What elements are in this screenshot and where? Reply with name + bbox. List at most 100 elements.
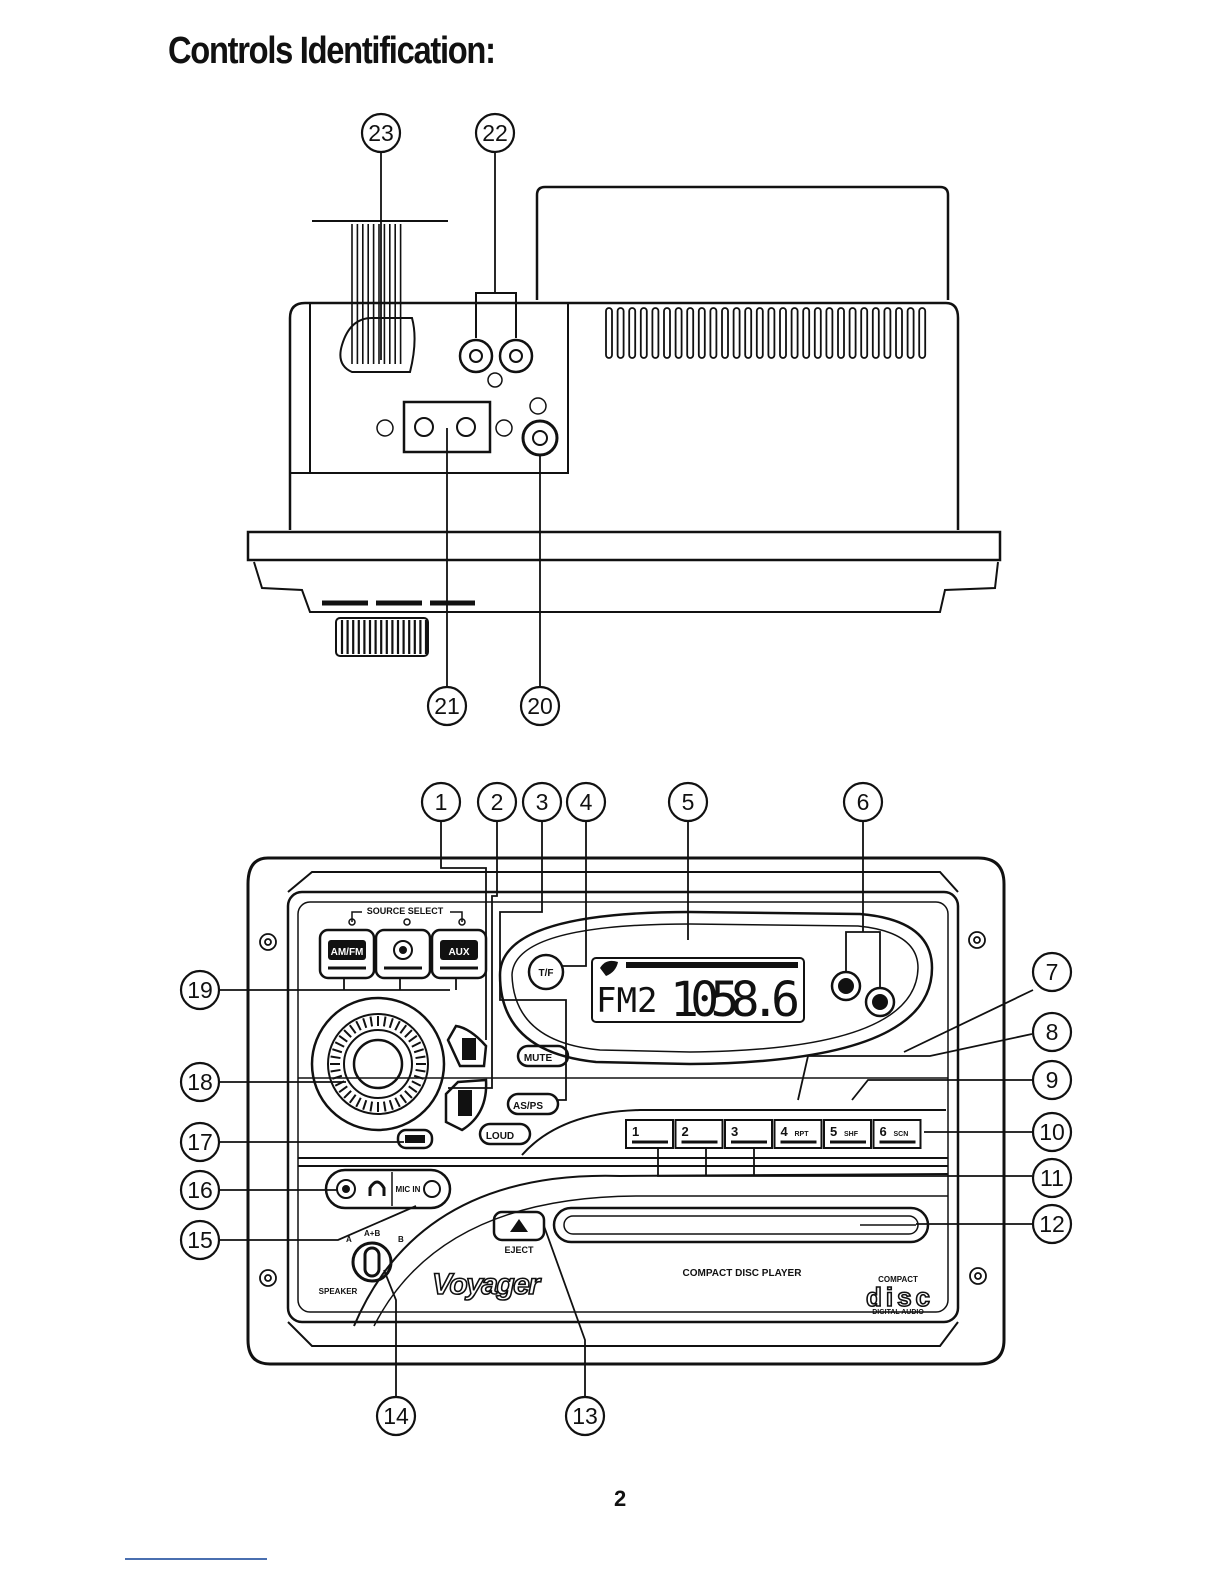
- as-ps-button[interactable]: AS/PS: [508, 1094, 558, 1114]
- preset-number: 2: [682, 1124, 689, 1139]
- callout-number: 17: [187, 1129, 213, 1155]
- am-fm-button[interactable]: AM/FM: [320, 930, 374, 978]
- knob-tick: [356, 1098, 361, 1107]
- callout-14: 14: [377, 1397, 415, 1435]
- callout-number: 19: [187, 977, 213, 1003]
- knob-tick: [414, 1049, 424, 1052]
- aux-button[interactable]: AUX: [432, 930, 486, 978]
- vent-slot: [861, 308, 867, 358]
- page-number: 2: [614, 1486, 626, 1512]
- preset-tag: RPT: [795, 1131, 810, 1138]
- callout-9: 9: [1033, 1061, 1071, 1099]
- vent-slot: [606, 308, 612, 358]
- callout-number: 23: [368, 120, 394, 146]
- vent-slot: [699, 308, 705, 358]
- auto-set-button[interactable]: [832, 972, 860, 1000]
- footer-rule: [125, 1558, 267, 1560]
- headphone-icon: [370, 1182, 384, 1196]
- vent-slot: [641, 308, 647, 358]
- svg-text:T/F: T/F: [539, 968, 554, 979]
- knob-tick: [335, 1042, 344, 1047]
- tf-button[interactable]: T/F: [529, 955, 563, 989]
- knob-tick: [416, 1070, 426, 1072]
- knob-tick: [363, 1018, 366, 1028]
- vent-slot: [815, 308, 821, 358]
- preset-button-3[interactable]: 3: [725, 1120, 772, 1148]
- knob-tick: [395, 1098, 400, 1107]
- vent-slot: [618, 308, 624, 358]
- cd-source-button[interactable]: [376, 930, 430, 978]
- volume-knob[interactable]: [312, 998, 444, 1130]
- preset-number: 5: [830, 1124, 837, 1139]
- speaker-label: SPEAKER: [319, 1287, 358, 1296]
- vent-slot: [664, 308, 670, 358]
- knob-tick: [400, 1095, 406, 1103]
- preset-number: 3: [731, 1124, 738, 1139]
- mute-label: MUTE: [524, 1053, 553, 1064]
- callout-11: 11: [1033, 1159, 1071, 1197]
- knob-tick: [339, 1086, 347, 1092]
- sub-button[interactable]: [866, 988, 894, 1016]
- callout-number: 7: [1046, 959, 1059, 985]
- knob-tick: [344, 1030, 351, 1037]
- vent-slot: [780, 308, 786, 358]
- vent-slot: [757, 308, 763, 358]
- knob-tick: [350, 1025, 356, 1033]
- am-fm-label: AM/FM: [331, 947, 364, 958]
- callout-12: 12: [1033, 1205, 1071, 1243]
- vent-slot: [652, 308, 658, 358]
- seek-up-button[interactable]: [448, 1026, 486, 1066]
- callout-number: 18: [187, 1069, 213, 1095]
- callout-8: 8: [1033, 1013, 1071, 1051]
- rear-upper-housing: [537, 187, 948, 300]
- display-band: FM2: [596, 981, 657, 1021]
- preset-tag: SCN: [894, 1131, 909, 1138]
- callout-19: 19: [181, 971, 219, 1009]
- rear-shelf: [248, 532, 1000, 560]
- eject-button[interactable]: EJECT: [494, 1212, 544, 1255]
- compact-disc-player-label: COMPACT DISC PLAYER: [683, 1268, 803, 1279]
- vent-slot: [722, 308, 728, 358]
- headphone-mic-panel: MIC IN: [326, 1170, 450, 1208]
- callout-number: 9: [1046, 1067, 1059, 1093]
- callout-16: 16: [181, 1171, 219, 1209]
- disc-logo-bottom: DIGITAL AUDIO: [872, 1309, 924, 1316]
- knob-tick: [356, 1021, 361, 1030]
- callout-number: 5: [682, 789, 695, 815]
- callout-23: 23: [362, 114, 400, 152]
- as-ps-label: AS/PS: [513, 1101, 543, 1112]
- callout-number: 15: [187, 1227, 213, 1253]
- mic-in-label: MIC IN: [396, 1185, 421, 1194]
- callout-10: 10: [1033, 1113, 1071, 1151]
- preset-button-1[interactable]: 1: [626, 1120, 673, 1148]
- knob-tick: [384, 1017, 386, 1027]
- brand-logo: Voyager: [432, 1268, 542, 1301]
- mic-jack[interactable]: [424, 1181, 440, 1197]
- callout-number: 12: [1039, 1211, 1065, 1237]
- sel-button[interactable]: [398, 1130, 432, 1148]
- callout-number: 11: [1040, 1165, 1064, 1191]
- vent-slot: [710, 308, 716, 358]
- callout-number: 3: [536, 789, 549, 815]
- vent-slot: [908, 308, 914, 358]
- callout-number: 1: [435, 789, 448, 815]
- knob-tick: [405, 1030, 412, 1037]
- rear-vents: [606, 308, 925, 358]
- preset-number: 4: [781, 1124, 789, 1139]
- callout-20: 20: [521, 687, 559, 725]
- callout-17: 17: [181, 1123, 219, 1161]
- preset-button-2[interactable]: 2: [676, 1120, 723, 1148]
- knob-tick: [332, 1049, 342, 1052]
- rear-panel-plate: [310, 303, 568, 473]
- preset-button-4[interactable]: 4 RPT: [775, 1120, 822, 1148]
- loud-button[interactable]: LOUD: [480, 1124, 530, 1144]
- callout-5: 5: [669, 783, 707, 821]
- knob-tick: [370, 1017, 372, 1027]
- callout-1: 1: [422, 783, 460, 821]
- vent-slot: [838, 308, 844, 358]
- display-window: FM2 1058.6 T/F: [500, 912, 932, 1064]
- knob-tick: [331, 1070, 341, 1072]
